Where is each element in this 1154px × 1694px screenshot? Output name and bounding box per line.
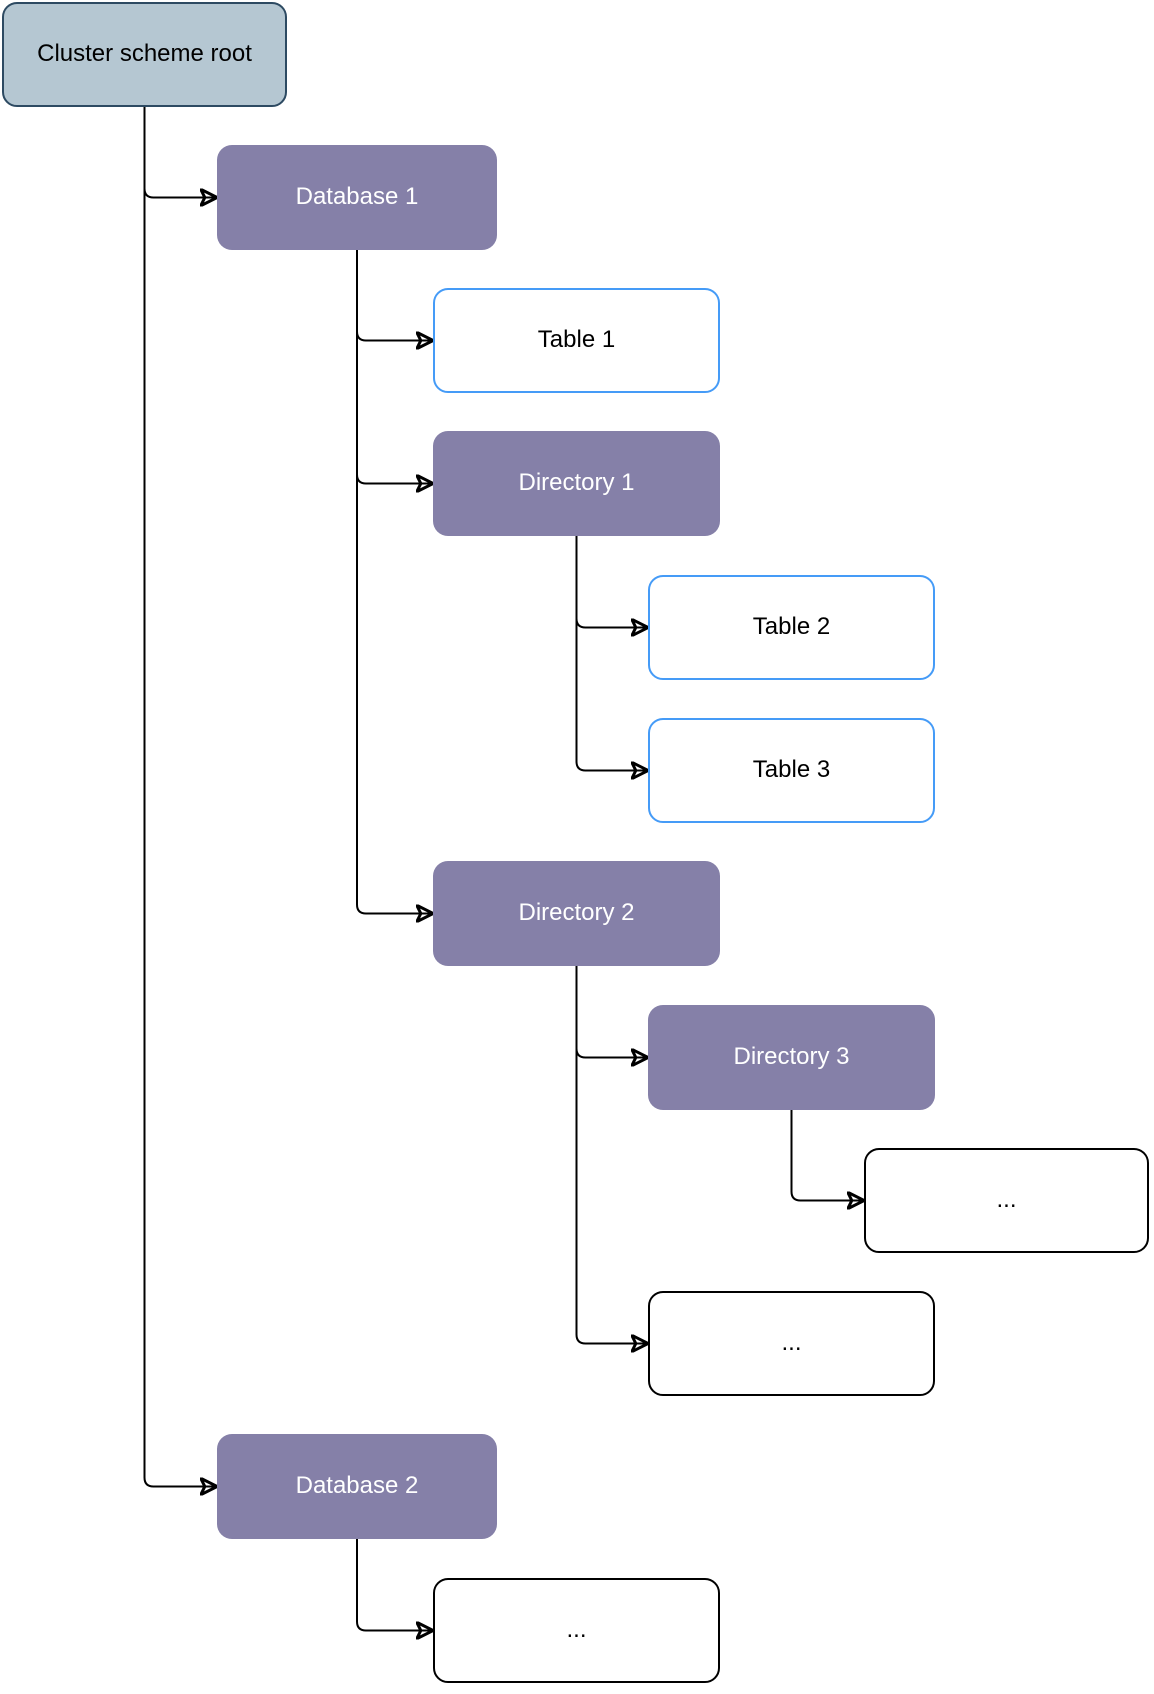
edge-cluster-scheme-root-to-database-2 <box>143 107 216 1487</box>
node-directory-1: Directory 1 <box>433 431 720 536</box>
node-label-directory-2: Directory 2 <box>518 899 635 927</box>
node-label-table-2: Table 2 <box>752 613 831 641</box>
node-database-1: Database 1 <box>217 145 497 250</box>
node-ellipsis-2: ... <box>648 1291 935 1396</box>
node-ellipsis-1: ... <box>864 1148 1149 1253</box>
edge-cluster-scheme-root-to-database-1 <box>143 107 216 198</box>
edge-directory-2-to-ellipsis-2 <box>575 966 647 1344</box>
node-label-ellipsis-3: ... <box>566 1616 587 1644</box>
node-label-database-1: Database 1 <box>295 183 419 211</box>
node-table-3: Table 3 <box>648 718 935 823</box>
node-table-2: Table 2 <box>648 575 935 680</box>
edge-database-1-to-directory-1 <box>356 250 431 484</box>
node-label-ellipsis-1: ... <box>996 1186 1017 1214</box>
node-label-table-3: Table 3 <box>752 756 831 784</box>
edge-directory-1-to-table-2 <box>575 536 647 628</box>
node-ellipsis-3: ... <box>433 1578 720 1683</box>
edge-database-1-to-table-1 <box>356 250 431 341</box>
node-label-database-2: Database 2 <box>295 1472 419 1500</box>
node-cluster-scheme-root: Cluster scheme root <box>2 2 287 107</box>
node-directory-2: Directory 2 <box>433 861 720 966</box>
edge-database-2-to-ellipsis-3 <box>356 1539 431 1631</box>
node-label-ellipsis-2: ... <box>781 1329 802 1357</box>
node-table-1: Table 1 <box>433 288 720 393</box>
node-database-2: Database 2 <box>217 1434 497 1539</box>
edge-database-1-to-directory-2 <box>356 250 431 914</box>
node-label-directory-3: Directory 3 <box>733 1043 850 1071</box>
node-label-cluster-scheme-root: Cluster scheme root <box>37 40 252 68</box>
node-label-directory-1: Directory 1 <box>518 469 635 497</box>
edge-directory-3-to-ellipsis-1 <box>790 1110 863 1201</box>
node-directory-3: Directory 3 <box>648 1005 935 1110</box>
edge-directory-1-to-table-3 <box>575 536 647 771</box>
node-label-table-1: Table 1 <box>537 326 616 354</box>
edge-directory-2-to-directory-3 <box>575 966 647 1058</box>
